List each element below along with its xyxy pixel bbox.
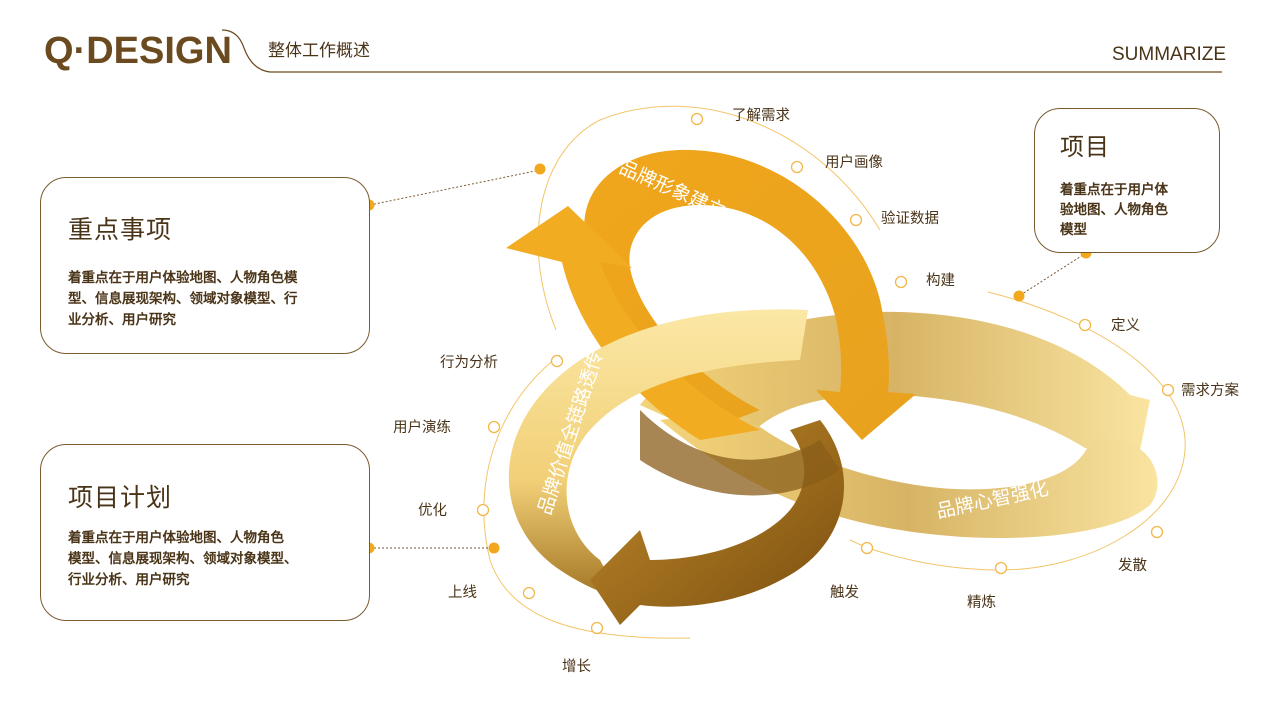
orbit-right xyxy=(849,291,1186,571)
header-right-label: SUMMARIZE xyxy=(1112,44,1226,65)
step-label: 定义 xyxy=(1111,318,1140,334)
card-title: 项目计划 xyxy=(68,483,173,512)
step-dot xyxy=(690,112,704,126)
step-label: 发散 xyxy=(1118,558,1147,574)
step-label: 了解需求 xyxy=(732,108,790,124)
step-label: 行为分析 xyxy=(440,355,498,371)
step-dot xyxy=(487,420,501,434)
connector-dot xyxy=(488,542,500,554)
step-label: 精炼 xyxy=(967,595,996,611)
card-project-plan: 项目计划 着重点在于用户体验地图、人物角色 模型、信息展现架构、领域对象模型、 … xyxy=(40,444,370,621)
band-overlap-shadow xyxy=(640,410,840,496)
card-body: 着重点在于用户体 验地图、人物角色 模型 xyxy=(1060,182,1168,238)
step-label: 构建 xyxy=(926,273,955,289)
step-dot xyxy=(1150,525,1164,539)
step-label: 上线 xyxy=(448,585,477,601)
step-dot xyxy=(860,541,874,555)
step-dot xyxy=(994,561,1008,575)
card-title: 项目 xyxy=(1060,133,1110,161)
step-label: 用户画像 xyxy=(825,155,883,171)
step-dot xyxy=(522,586,536,600)
step-label: 优化 xyxy=(418,503,447,519)
step-dots xyxy=(476,112,1175,635)
connector-focus xyxy=(369,169,541,206)
card-body: 着重点在于用户体验地图、人物角色 模型、信息展现架构、领域对象模型、 行业分析、… xyxy=(68,530,298,588)
step-label: 需求方案 xyxy=(1181,383,1239,399)
step-dot xyxy=(790,160,804,174)
step-label: 触发 xyxy=(830,585,859,601)
card-focus-items: 重点事项 着重点在于用户体验地图、人物角色模 型、信息展现架构、领域对象模型、行… xyxy=(40,177,370,354)
arrow-brand-value-head xyxy=(590,420,844,625)
step-dot xyxy=(590,621,604,635)
step-label: 验证数据 xyxy=(881,211,939,227)
card-title: 重点事项 xyxy=(68,215,173,244)
band-brand-value xyxy=(508,309,808,598)
connector-project xyxy=(1018,252,1087,297)
arrow-brand-image-head xyxy=(506,206,760,440)
connector-dot xyxy=(1013,290,1025,302)
step-dot xyxy=(849,213,863,227)
card-project: 项目 着重点在于用户体 验地图、人物角色 模型 xyxy=(1034,108,1220,253)
step-dot xyxy=(550,354,564,368)
step-label: 用户演练 xyxy=(393,420,451,436)
step-label: 增长 xyxy=(562,659,591,675)
step-dot xyxy=(1161,383,1175,397)
step-dot xyxy=(1078,318,1092,332)
band-brand-mind-lower xyxy=(660,410,1158,538)
step-dot xyxy=(476,503,490,517)
page-title: 整体工作概述 xyxy=(268,41,370,61)
step-dot xyxy=(894,275,908,289)
connector-dot xyxy=(534,163,546,175)
brand-logo: Q·DESIGN xyxy=(44,30,232,72)
card-body: 着重点在于用户体验地图、人物角色模 型、信息展现架构、领域对象模型、行 业分析、… xyxy=(68,270,298,328)
